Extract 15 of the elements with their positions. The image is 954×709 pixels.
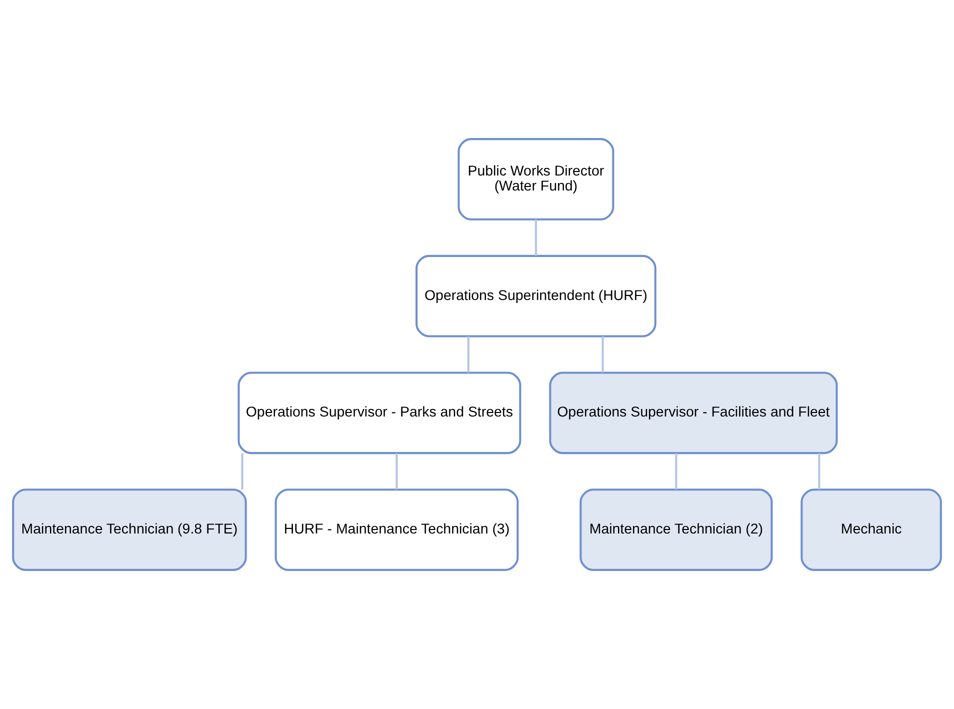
connector (241, 453, 244, 490)
connector (602, 336, 604, 373)
connector (818, 453, 820, 490)
node-box: Maintenance Technician (2) (580, 488, 773, 571)
node-box: Operations Supervisor - Parks and Streets (238, 372, 522, 454)
node-box: HURF - Maintenance Technician (3) (274, 488, 519, 571)
node-box: Operations Superintendent (HURF) (416, 254, 656, 338)
node-box: Operations Supervisor - Facilities and Fleet (549, 372, 838, 454)
node-box: Public Works Director (Water Fund) (458, 138, 614, 220)
connector (467, 336, 470, 373)
node-box: Mechanic (800, 488, 942, 571)
connector (675, 453, 678, 490)
node-box: Maintenance Technician (9.8 FTE) (12, 488, 247, 571)
connector (396, 453, 398, 490)
connector (534, 219, 537, 256)
